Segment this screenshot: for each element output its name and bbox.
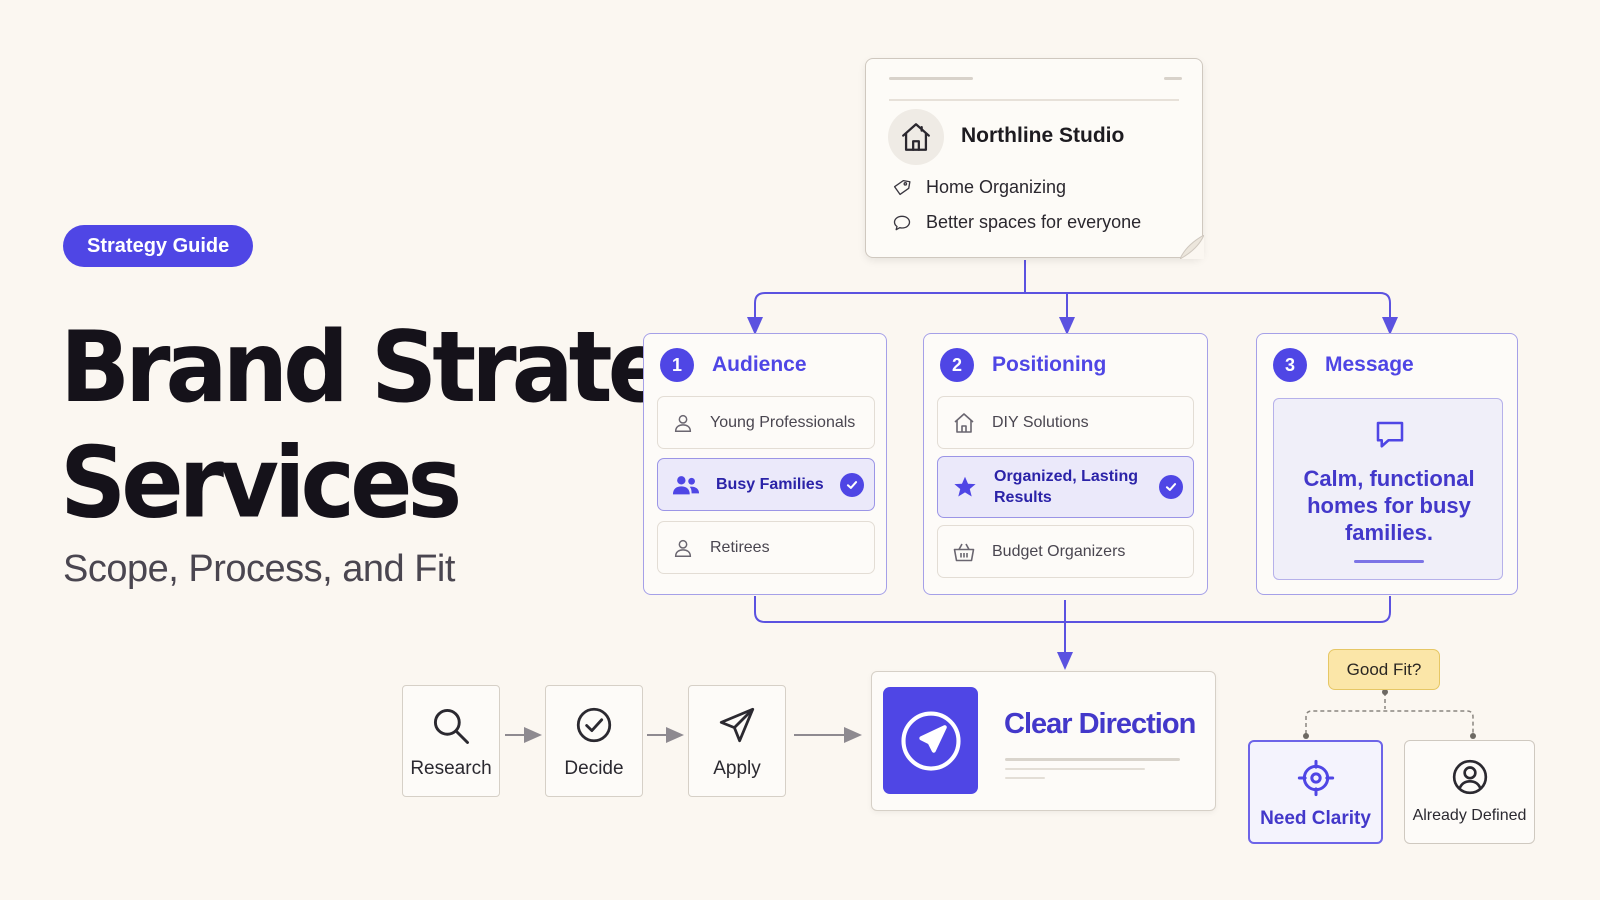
target-icon [1250,758,1381,798]
card-decor-line [889,99,1179,101]
strategy-guide-badge: Strategy Guide [63,225,254,267]
option-label: Organized, Lasting Results [994,468,1139,506]
tag-icon [893,179,911,195]
option-label: Young Professionals [710,413,856,431]
group-icon [672,475,700,494]
fit-option-need-clarity[interactable]: Need Clarity [1248,740,1383,844]
home-icon [888,109,944,165]
brand-name: Northline Studio [961,124,1125,147]
message-header: 3 Message [1273,348,1414,382]
message-underline [1354,560,1424,563]
clear-direction-title: Clear Direction [1004,708,1196,740]
star-icon [954,476,976,497]
check-icon [1159,475,1183,499]
magnifier-icon [403,704,499,748]
step-research[interactable]: Research [402,685,500,797]
brand-tagline: Better spaces for everyone [926,212,1142,232]
step-number-badge: 2 [940,348,974,382]
brand-category: Home Organizing [926,177,1067,197]
clear-direction-card: Clear Direction [871,671,1216,811]
positioning-title: Positioning [992,353,1107,376]
positioning-option-organized-lasting-results[interactable]: Organized, Lasting Results [937,456,1194,518]
brand-card: Northline Studio Home Organizing Better … [865,58,1204,259]
card-decor-line [889,77,973,80]
step-apply[interactable]: Apply [688,685,786,797]
audience-column: 1 Audience Young Professionals Busy Fami… [643,333,887,595]
step-number-badge: 3 [1273,348,1307,382]
step-decide[interactable]: Decide [545,685,643,797]
audience-option-retirees[interactable]: Retirees [657,521,875,574]
fit-option-already-defined[interactable]: Already Defined [1404,740,1535,844]
message-text: Calm, functional homes for busy families… [1303,466,1475,545]
fit-label: Need Clarity [1260,808,1371,829]
fit-label: Already Defined [1412,807,1527,824]
audience-title: Audience [712,353,807,376]
audience-option-busy-families[interactable]: Busy Families [657,458,875,511]
message-box: Calm, functional homes for busy families… [1273,398,1503,580]
step-number-badge: 1 [660,348,694,382]
good-fit-question: Good Fit? [1328,649,1440,690]
paper-plane-icon [689,704,785,746]
brand-category-row: Home Organizing [892,177,1066,198]
speech-bubble-icon [893,215,911,230]
card-decor-line [1164,77,1182,80]
brand-tagline-row: Better spaces for everyone [892,212,1141,233]
step-label: Apply [713,758,761,779]
user-circle-icon [1405,757,1534,797]
speech-bubble-icon [1372,417,1408,458]
positioning-header: 2 Positioning [940,348,1106,382]
house-icon [954,412,974,433]
step-label: Research [410,758,492,779]
person-icon [674,414,692,432]
option-label: Budget Organizers [992,542,1126,560]
positioning-option-diy-solutions[interactable]: DIY Solutions [937,396,1194,449]
placeholder-line [1005,768,1145,770]
check-icon [840,472,864,497]
page-fold-icon [1180,235,1204,259]
audience-header: 1 Audience [660,348,807,382]
message-column: 3 Message Calm, functional homes for bus… [1256,333,1518,595]
navigation-arrow-icon [883,687,978,794]
placeholder-line [1005,777,1045,779]
person-icon [674,539,692,557]
title-line-2: Services [60,425,462,541]
basket-icon [953,543,975,561]
option-label: DIY Solutions [992,413,1089,431]
positioning-column: 2 Positioning DIY Solutions Organized, L… [923,333,1208,595]
audience-option-young-professionals[interactable]: Young Professionals [657,396,875,449]
check-circle-icon [546,704,642,746]
message-title: Message [1325,353,1414,376]
step-label: Decide [564,758,624,779]
placeholder-line [1005,758,1180,761]
page-subtitle: Scope, Process, and Fit [63,548,455,590]
positioning-option-budget-organizers[interactable]: Budget Organizers [937,525,1194,578]
option-label: Busy Families [716,475,824,493]
option-label: Retirees [710,538,770,556]
